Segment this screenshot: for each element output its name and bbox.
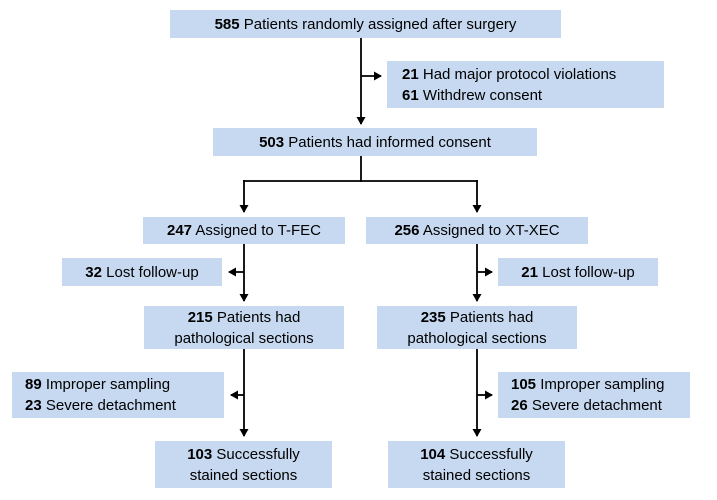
- box-count: 26: [511, 397, 528, 414]
- box-line: 235 Patients had: [421, 307, 534, 328]
- box-count: 503: [259, 133, 285, 151]
- box-text: Assigned to T-FEC: [195, 222, 321, 239]
- box-text: Assigned to XT-XEC: [422, 222, 560, 239]
- box-count: 89: [25, 376, 42, 393]
- flow-box-tfec-sections: 215 Patients had pathological sections: [144, 306, 344, 349]
- box-text: Withdrew consent: [422, 86, 543, 104]
- box-text: stained sections: [189, 466, 298, 484]
- box-count: 105: [511, 376, 537, 393]
- box-text: stained sections: [422, 466, 531, 484]
- box-text: Improper sampling: [540, 376, 665, 393]
- box-count: 585: [214, 15, 240, 33]
- box-line: stained sections: [190, 465, 298, 486]
- flow-box-xtxec-excluded: 105 Improper sampling 26 Severe detachme…: [498, 372, 690, 418]
- box-count: 32: [85, 263, 102, 281]
- box-line: pathological sections: [407, 328, 546, 349]
- flow-box-tfec-stained: 103 Successfully stained sections: [155, 441, 332, 488]
- box-count: 21: [402, 65, 419, 83]
- box-text: Patients had: [216, 308, 301, 326]
- flow-box-consented: 503 Patients had informed consent: [213, 128, 537, 156]
- box-text: Lost follow-up: [542, 263, 635, 281]
- box-line: 21 Lost follow-up: [521, 262, 634, 283]
- box-text: pathological sections: [407, 329, 547, 347]
- box-line: 26 Severe detachment: [511, 395, 662, 416]
- box-line: 256 Assigned to XT-XEC: [394, 220, 559, 241]
- box-line: 103 Successfully: [187, 444, 300, 465]
- box-line: 61 Withdrew consent: [402, 85, 542, 106]
- flow-box-randomized: 585 Patients randomly assigned after sur…: [170, 10, 561, 38]
- box-count: 235: [420, 308, 446, 326]
- box-text: Had major protocol violations: [422, 65, 617, 83]
- flow-box-tfec-lost: 32 Lost follow-up: [62, 258, 222, 286]
- box-text: Severe detachment: [531, 397, 662, 414]
- box-count: 247: [167, 222, 193, 239]
- box-text: Successfully: [449, 445, 533, 463]
- flow-box-tfec-assigned: 247 Assigned to T-FEC: [143, 217, 345, 244]
- box-count: 61: [402, 86, 419, 104]
- box-line: 105 Improper sampling: [511, 374, 664, 395]
- box-text: Improper sampling: [45, 376, 171, 393]
- box-line: 21 Had major protocol violations: [402, 64, 616, 85]
- flow-box-xtxec-assigned: 256 Assigned to XT-XEC: [366, 217, 588, 244]
- box-line: 215 Patients had: [188, 307, 301, 328]
- box-count: 23: [25, 397, 42, 414]
- box-text: Patients randomly assigned after surgery: [243, 15, 517, 33]
- box-line: 503 Patients had informed consent: [259, 132, 491, 153]
- box-line: pathological sections: [174, 328, 313, 349]
- box-line: 89 Improper sampling: [25, 374, 170, 395]
- box-line: 585 Patients randomly assigned after sur…: [215, 14, 517, 35]
- box-line: 23 Severe detachment: [25, 395, 176, 416]
- box-line: 247 Assigned to T-FEC: [167, 220, 321, 241]
- box-count: 256: [394, 222, 420, 239]
- box-text: Patients had: [449, 308, 534, 326]
- box-count: 104: [420, 445, 446, 463]
- box-count: 215: [187, 308, 213, 326]
- box-text: Successfully: [216, 445, 300, 463]
- flow-box-xtxec-lost: 21 Lost follow-up: [498, 258, 658, 286]
- box-text: Lost follow-up: [106, 263, 199, 281]
- flow-box-tfec-excluded: 89 Improper sampling 23 Severe detachmen…: [12, 372, 224, 418]
- box-text: Severe detachment: [45, 397, 176, 414]
- box-line: stained sections: [423, 465, 531, 486]
- flow-box-xtxec-stained: 104 Successfully stained sections: [388, 441, 565, 488]
- box-count: 21: [521, 263, 538, 281]
- flow-box-excluded-top: 21 Had major protocol violations 61 With…: [387, 61, 664, 108]
- box-count: 103: [187, 445, 213, 463]
- box-text: Patients had informed consent: [288, 133, 491, 151]
- flow-box-xtxec-sections: 235 Patients had pathological sections: [377, 306, 577, 349]
- box-text: pathological sections: [174, 329, 314, 347]
- box-line: 32 Lost follow-up: [85, 262, 198, 283]
- box-line: 104 Successfully: [420, 444, 533, 465]
